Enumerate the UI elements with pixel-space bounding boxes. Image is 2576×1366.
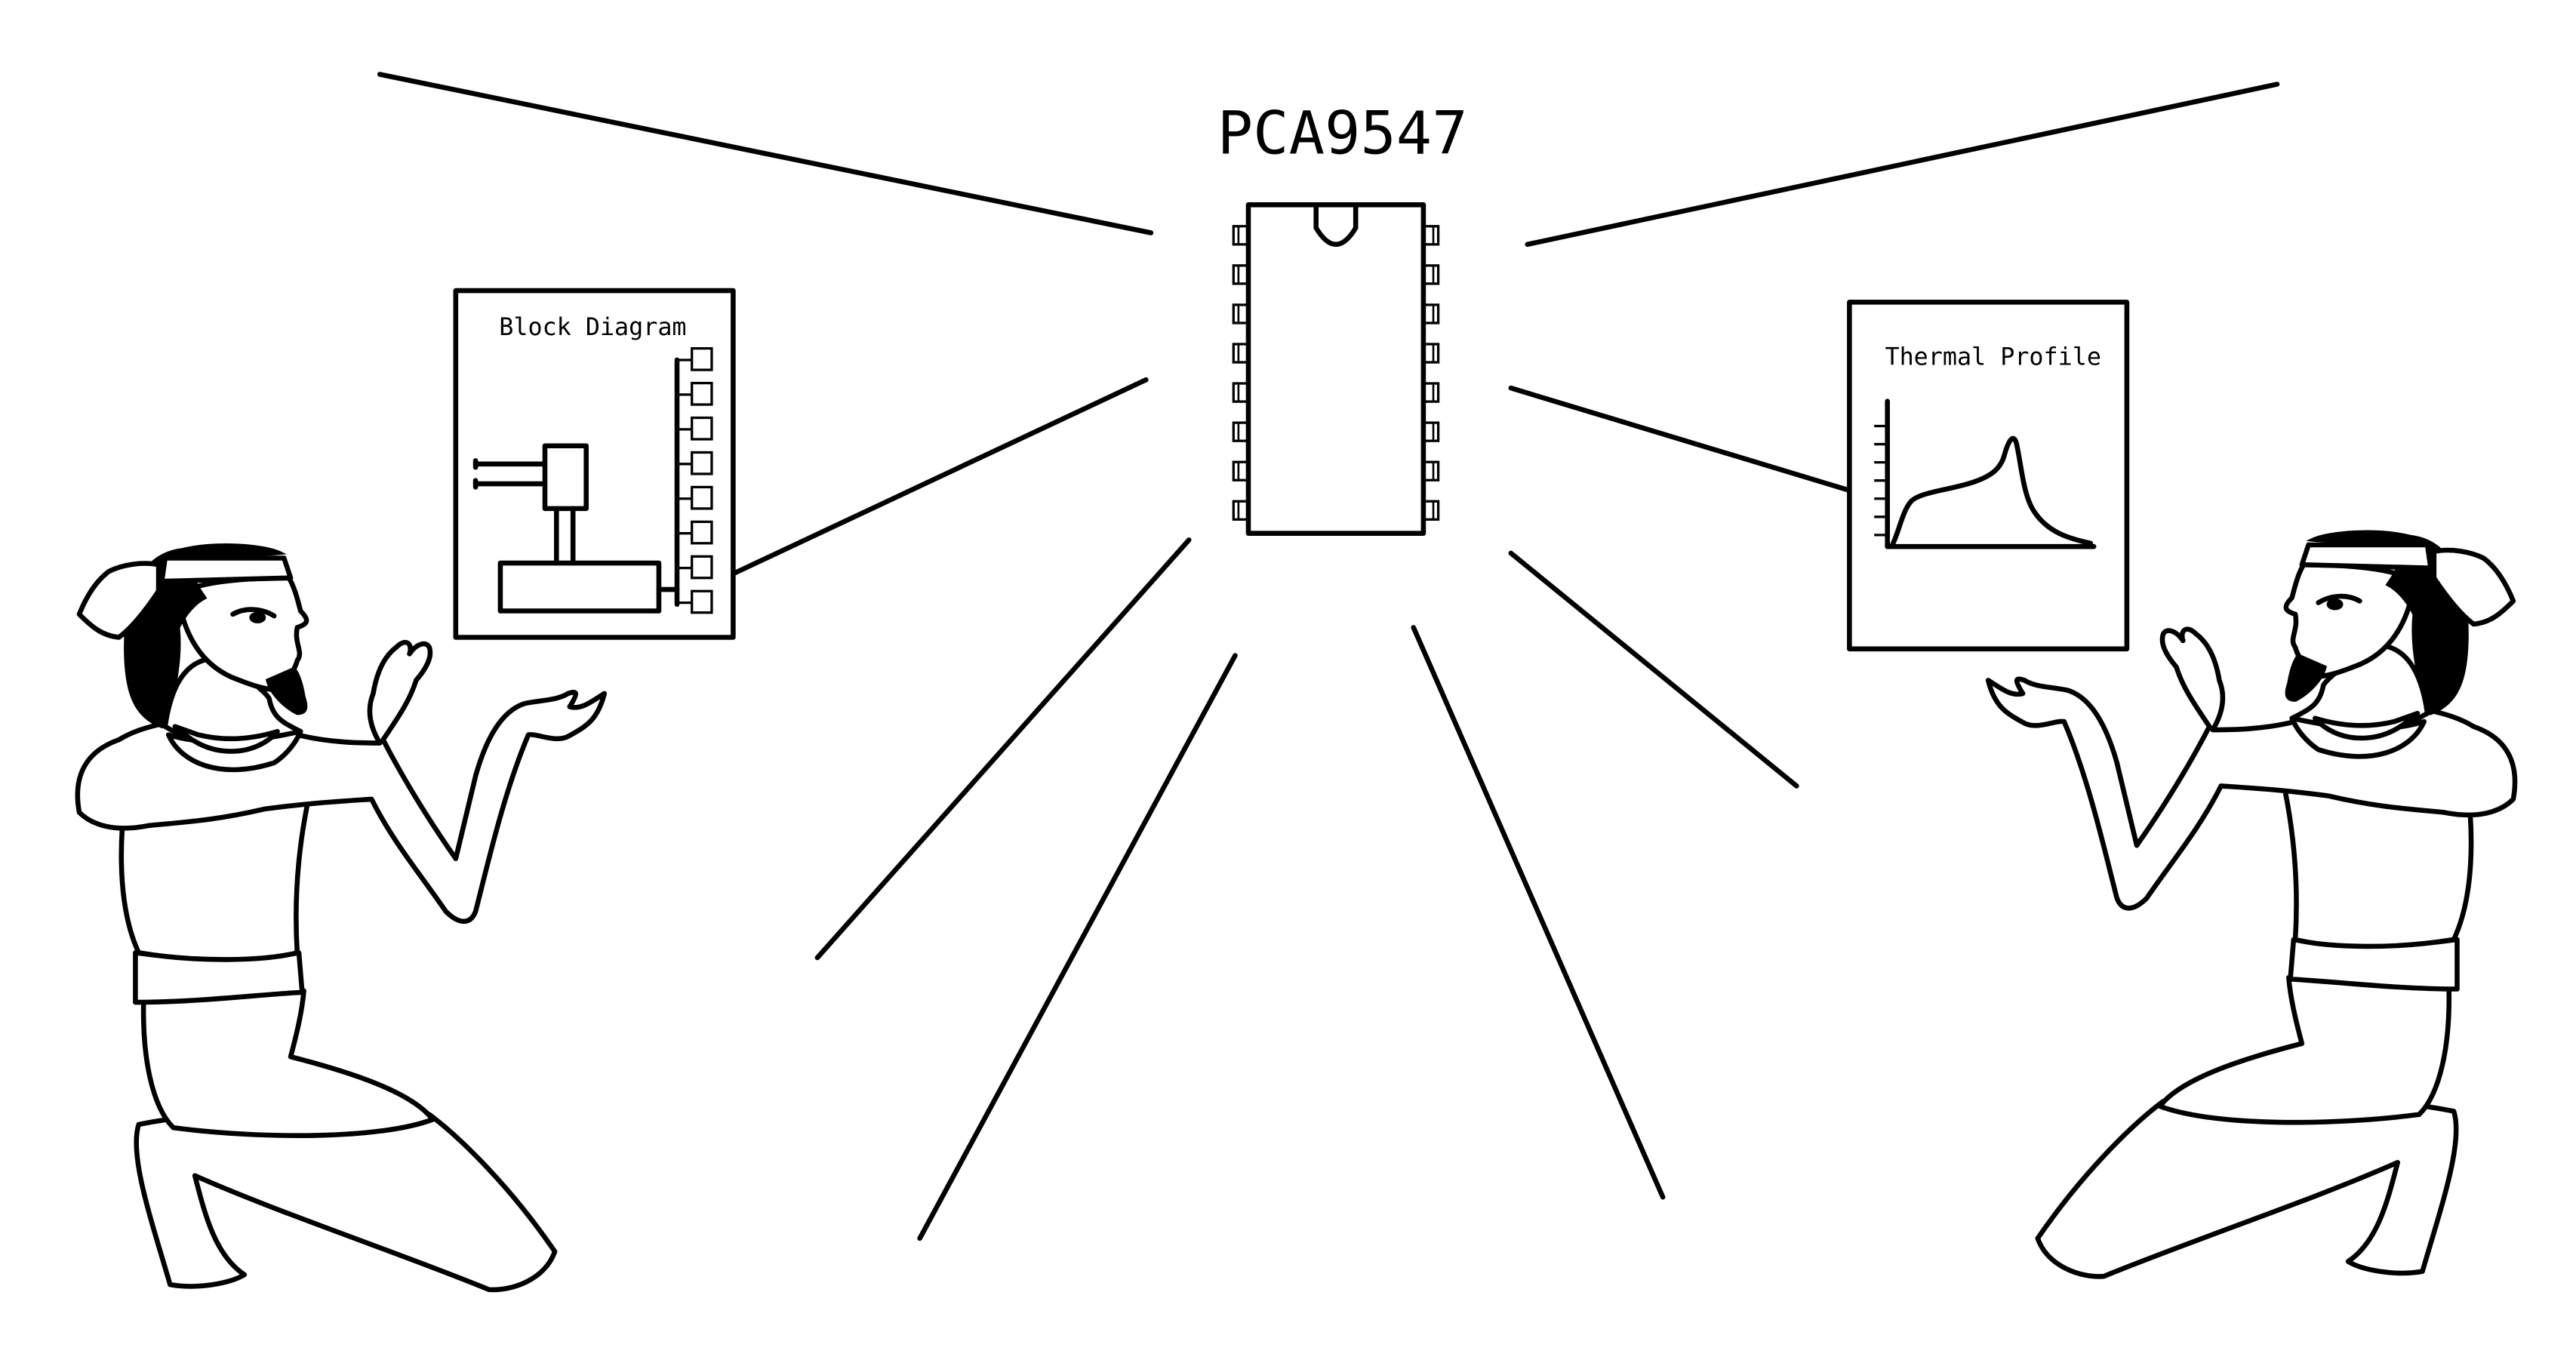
chip-notch — [1313, 202, 1359, 248]
mux-core-box — [542, 443, 589, 512]
block-diagram-title: Block Diagram — [499, 314, 686, 341]
chip-left-pins — [1232, 225, 1250, 521]
channel-box — [691, 347, 713, 371]
channel-box — [691, 485, 713, 510]
thermal-curve — [1889, 435, 2094, 548]
chip-body — [1245, 202, 1426, 536]
channel-outputs — [677, 347, 713, 614]
ic-chip: PCA9547 — [1217, 98, 1468, 536]
ray — [1525, 82, 2280, 248]
thermal-profile-panel: Thermal Profile — [1847, 300, 2130, 652]
right-kneeling-figure — [1985, 530, 2518, 1279]
chip-right-pins — [1422, 225, 1440, 521]
ray — [814, 537, 1192, 961]
channel-box — [691, 381, 713, 406]
channel-box — [691, 451, 713, 475]
channel-box — [691, 589, 713, 614]
chip-part-number: PCA9547 — [1217, 98, 1468, 168]
ray — [1508, 385, 1852, 494]
left-kneeling-figure — [75, 543, 608, 1293]
ray — [1411, 625, 1666, 1200]
block-diagram-drawing — [472, 347, 713, 614]
channel-box — [691, 520, 713, 545]
ray — [732, 377, 1149, 576]
channel-box — [691, 555, 713, 580]
ray — [1508, 550, 1799, 789]
thermal-profile-title: Thermal Profile — [1885, 344, 2101, 371]
block-diagram-panel: Block Diagram — [453, 288, 736, 640]
ray — [917, 653, 1238, 1241]
thermal-profile-plot — [1874, 398, 2097, 549]
ray — [377, 72, 1154, 235]
radiating-rays — [377, 72, 2280, 1241]
channel-box — [691, 416, 713, 441]
